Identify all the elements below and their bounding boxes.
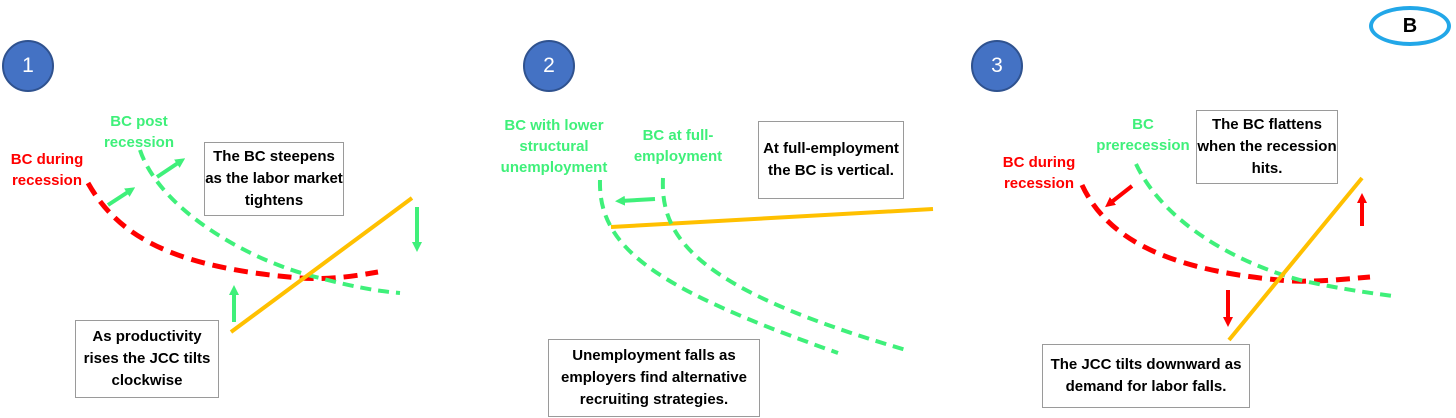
- panel-2-bc-green-curve-left: [597, 179, 839, 355]
- panel-2-bc-green-right-label: BC at full-employment: [633, 127, 723, 165]
- panel-2-top-note: At full-employment the BC is vertical.: [758, 121, 904, 199]
- panel-1-arrow-up-left: [106, 187, 136, 207]
- panel-2-number-badge: 2: [523, 40, 575, 92]
- panel-3-jcc-line: [1227, 176, 1364, 342]
- panel-1-top-note: The BC steepens as the labor market tigh…: [204, 142, 344, 216]
- corner-tag: B: [1369, 6, 1451, 46]
- panel-1-jcc-line: [229, 196, 414, 334]
- panel-2-bc-green-curve-right: [660, 177, 907, 352]
- panel-1-bc-green-label: BC post recession: [103, 113, 175, 151]
- panel-2-jcc-line: [610, 207, 934, 229]
- panel-3-bc-red-curve: [1079, 183, 1371, 284]
- panel-3-top-note: The BC flattens when the recession hits.: [1196, 110, 1338, 184]
- panel-1-bottom-note: As productivity rises the JCC tilts cloc…: [75, 320, 219, 398]
- panel-2-bottom-note: Unemployment falls as employers find alt…: [548, 339, 760, 417]
- panel-2-arrow-left: [615, 195, 656, 206]
- panel-2-bc-green-left-label: BC with lower structural unemployment: [500, 117, 608, 176]
- panel-3-bottom-note: The JCC tilts downward as demand for lab…: [1042, 344, 1250, 408]
- panel-3-number-badge: 3: [971, 40, 1023, 92]
- panel-2-drawing: [597, 177, 934, 355]
- panel-1-bc-red-curve: [85, 181, 379, 282]
- panel-1-number-badge: 1: [2, 40, 54, 92]
- panel-3-bc-green-label: BC prerecession: [1096, 116, 1190, 154]
- panel-1-bc-green-curve: [138, 149, 401, 295]
- panel-1-arrow-up-right: [155, 158, 186, 179]
- panel-3-arrow-red-left: [1105, 184, 1134, 208]
- panel-1-bc-red-label: BC during recession: [10, 151, 84, 189]
- panel-1-drawing: [85, 149, 422, 334]
- panel-3-bc-red-label: BC during recession: [1002, 154, 1076, 192]
- panel-3-drawing: [1079, 163, 1394, 342]
